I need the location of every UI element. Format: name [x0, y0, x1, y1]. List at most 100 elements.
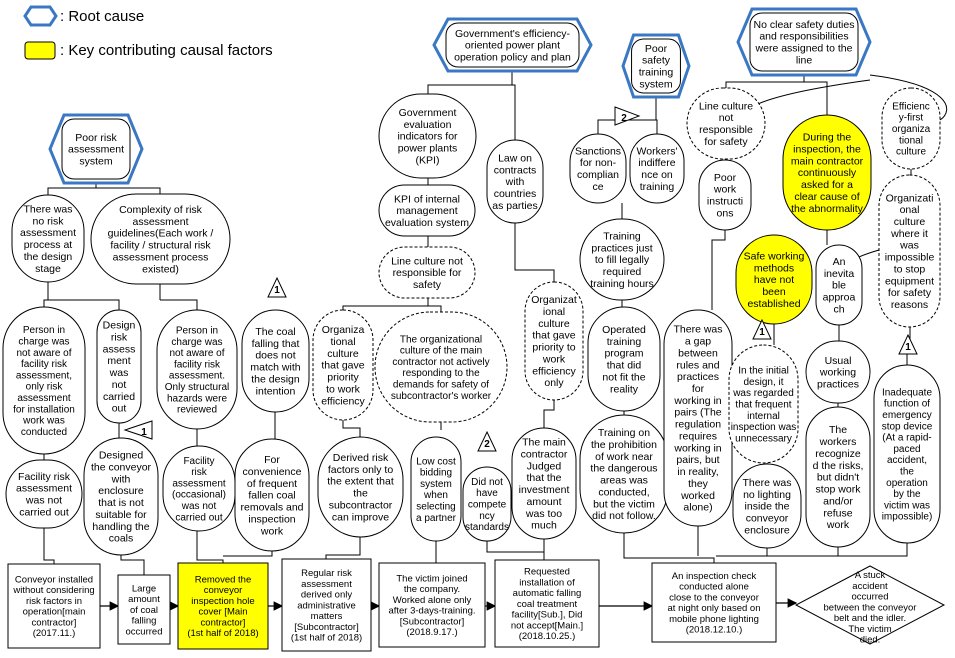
triangle-marker-icon	[752, 318, 772, 340]
label-line: responsible for	[393, 267, 462, 279]
label-line: close to the conveyor	[669, 593, 759, 604]
label-line: inside the	[745, 501, 790, 513]
label-line: ons	[717, 208, 734, 220]
ev-accident-event	[794, 565, 946, 645]
label-line: factors only to	[328, 464, 394, 476]
label-line: methods	[754, 262, 794, 274]
label-line: worked	[680, 490, 715, 502]
label-line: bidding	[420, 468, 452, 479]
label-line: Law on	[498, 152, 532, 164]
label-line: match with	[250, 362, 300, 374]
label-line: Poor risk	[75, 132, 117, 144]
label-line: internal	[747, 411, 780, 422]
label-line: assessment	[16, 483, 72, 495]
label-line: was	[109, 367, 129, 379]
label-line: training hours	[590, 278, 654, 290]
label-line: established	[747, 298, 800, 310]
label-line: Derived risk	[333, 452, 389, 464]
connector-line	[716, 547, 839, 557]
label-line: the extent that	[327, 476, 394, 488]
label-line: risk	[111, 332, 128, 344]
label-line: Training	[603, 230, 641, 242]
triangle-marker-icon	[614, 106, 641, 126]
label-line: for safety	[704, 136, 748, 148]
line-culture-2-node	[686, 87, 766, 160]
connector-line	[196, 531, 224, 563]
label-line: impossible)	[882, 512, 933, 523]
label-line: not aware of	[16, 348, 71, 359]
label-line: handling the	[92, 521, 149, 533]
label-line: only risk	[26, 382, 64, 393]
root-no-duties-inner	[749, 12, 859, 72]
root-poor-risk-inner	[61, 118, 131, 180]
label-line: selecting	[416, 501, 455, 512]
label-line: intention	[256, 385, 296, 397]
label-line: of work near	[595, 451, 653, 463]
connector-line	[623, 533, 715, 563]
root-poor-training-inner	[631, 38, 681, 94]
label-line: that is not	[98, 497, 144, 509]
label-line: to work	[326, 383, 361, 395]
label-line: assessment	[20, 227, 76, 239]
label-line: compete	[468, 500, 507, 511]
label-line: (At a rapid-	[882, 433, 931, 444]
ev-victim-joined-event	[378, 562, 486, 648]
label-line: work	[542, 354, 566, 366]
label-line: reality	[610, 383, 639, 395]
label-line: carried	[103, 391, 135, 403]
label-line: assess	[103, 343, 136, 355]
label-line: Line culture not	[391, 255, 463, 267]
label-line: administrative	[297, 600, 356, 611]
label-line: Workers'	[637, 145, 678, 157]
label-line: organiza	[892, 124, 931, 135]
label-line: were assigned to the	[755, 43, 853, 55]
label-line: Worked alone only	[393, 595, 472, 606]
label-line: efficiency	[532, 365, 576, 377]
connector-line	[514, 223, 555, 282]
workers-indifference-node	[629, 133, 685, 204]
node-shapes	[2, 7, 946, 652]
label-line: that frequent	[735, 400, 791, 411]
label-line: risk	[191, 467, 208, 478]
label-line: Government	[399, 107, 457, 119]
label-line: safety	[642, 55, 671, 67]
label-line: coals	[109, 533, 134, 545]
label-line: culture	[538, 318, 570, 330]
connector-line	[543, 400, 555, 428]
no-competency-node	[462, 466, 512, 542]
label-line: rules and	[676, 359, 719, 371]
label-line: inspection was	[731, 422, 797, 433]
root-gov-policy-inner	[445, 22, 580, 68]
operated-training-node	[587, 306, 661, 412]
label-line: culture	[894, 216, 926, 228]
legend: : Root cause : Key contributing causal f…	[23, 5, 273, 60]
label-line: Poor	[714, 172, 737, 184]
label-line: for non-	[580, 157, 617, 169]
label-line: facility risk	[174, 359, 221, 370]
label-line: where it	[890, 228, 928, 240]
label-line: The victim joined	[396, 574, 467, 585]
label-line: An inspection check	[672, 571, 757, 582]
label-line: unnecessary	[735, 433, 792, 444]
label-line: occurred	[126, 626, 163, 637]
label-line: coal treatment	[517, 599, 578, 610]
label-line: tional	[899, 135, 923, 146]
label-line: investment	[519, 484, 570, 496]
label-line: priority	[327, 372, 359, 384]
label-line: not	[112, 379, 127, 391]
label-line: for safety	[888, 287, 932, 299]
label-line: does not	[255, 350, 295, 362]
